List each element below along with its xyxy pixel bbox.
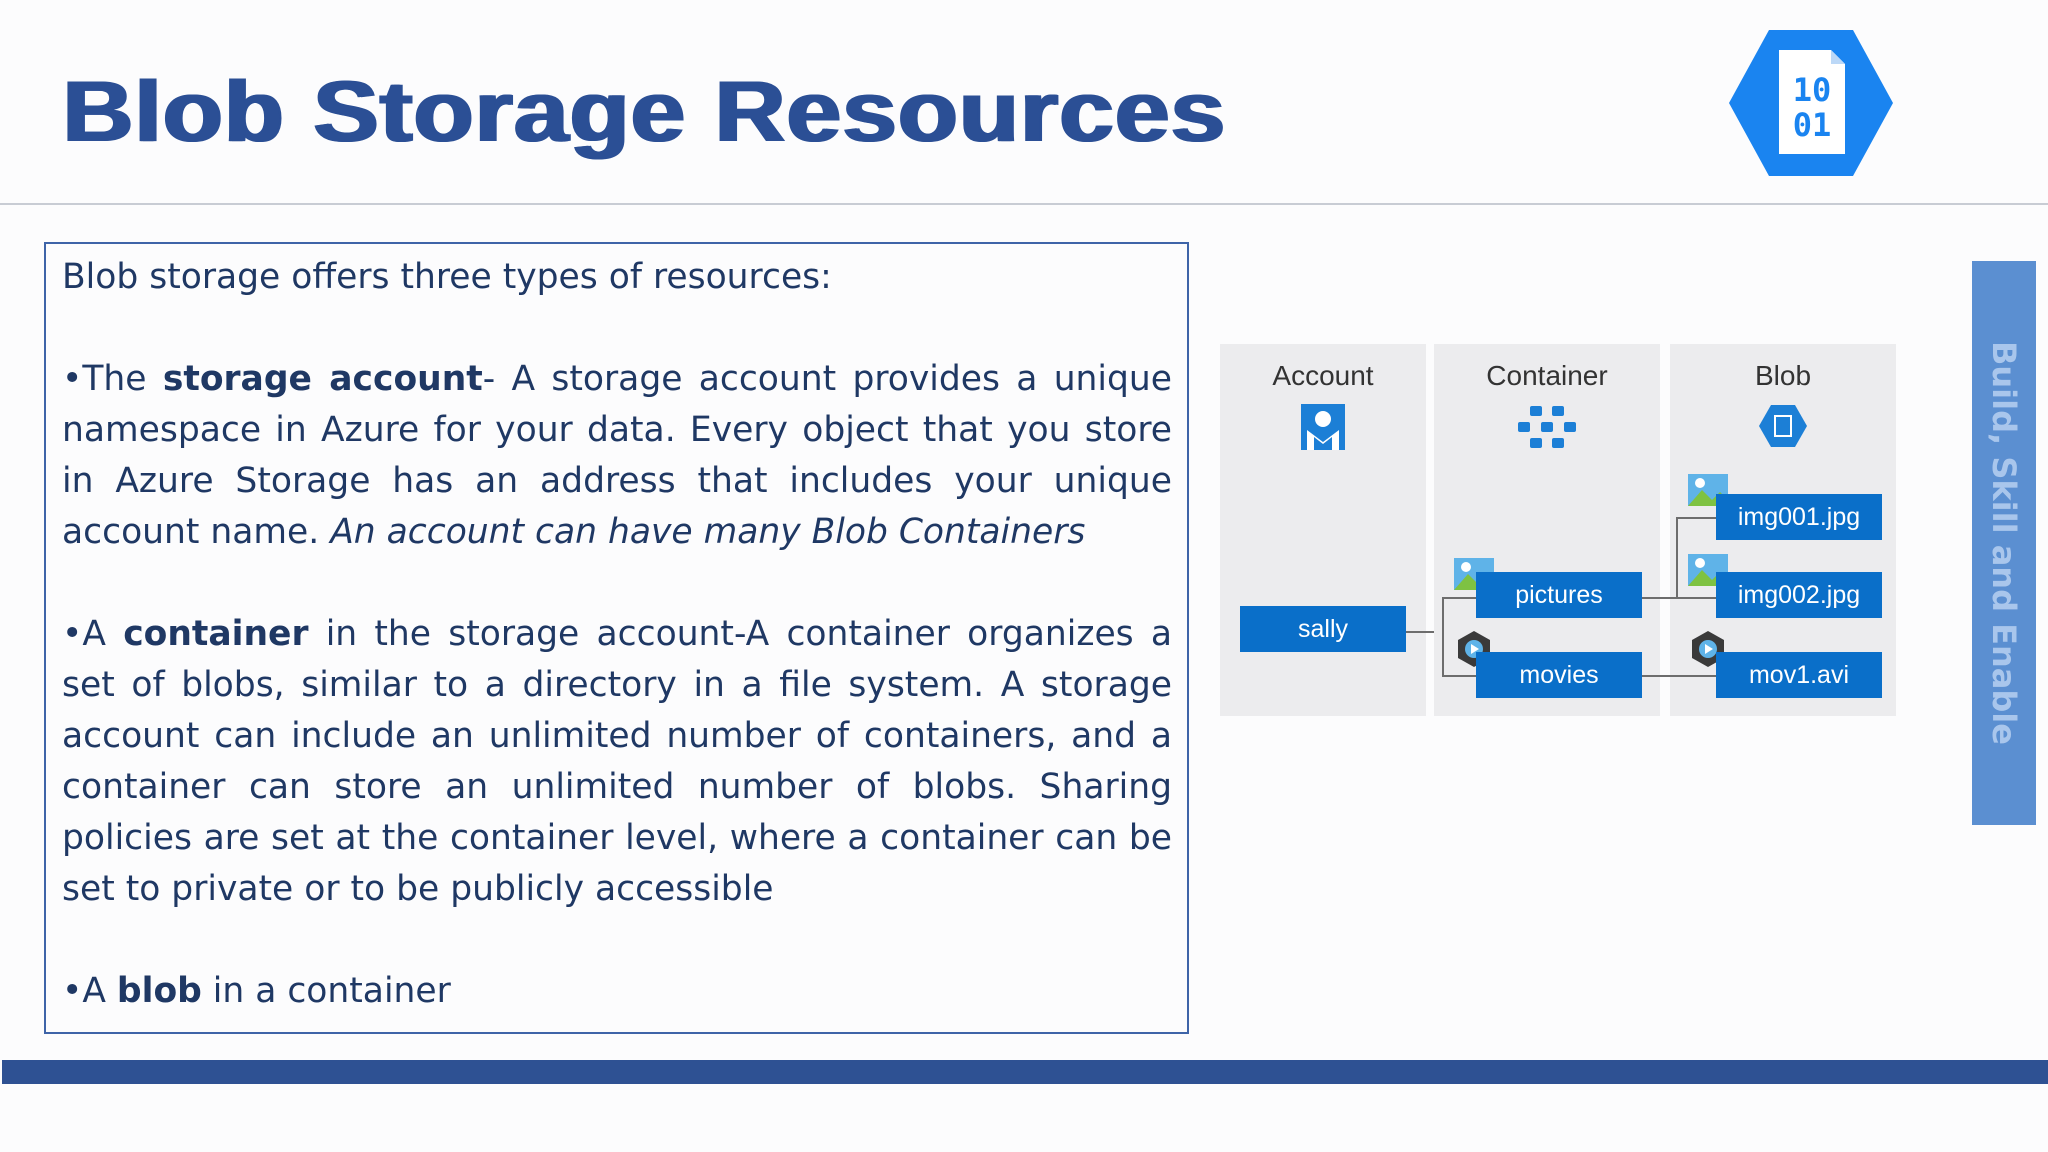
storage-account-icon bbox=[1301, 404, 1345, 450]
connector bbox=[1642, 597, 1716, 599]
side-tab-label: Build, Skill and Enable bbox=[1985, 341, 2023, 745]
blob-storage-logo-icon: 10 01 bbox=[1729, 30, 1893, 176]
header-divider bbox=[0, 203, 2048, 205]
storage-account-paragraph: •The storage account- A storage account … bbox=[62, 354, 1172, 558]
blob-term: blob bbox=[116, 971, 202, 1011]
connector bbox=[1642, 675, 1716, 677]
container-movies: movies bbox=[1476, 652, 1642, 698]
blob-hierarchy-diagram: Account sally Container pictures movies … bbox=[1220, 344, 1896, 716]
container-paragraph: •A container in the storage account-A co… bbox=[62, 609, 1172, 915]
container-term: container bbox=[123, 614, 309, 654]
blob-img001: img001.jpg bbox=[1716, 494, 1882, 540]
connector bbox=[1442, 675, 1476, 677]
page-title: Blob Storage Resources bbox=[62, 64, 1226, 160]
container-pictures: pictures bbox=[1476, 572, 1642, 618]
content-panel: Blob storage offers three types of resou… bbox=[44, 242, 1189, 1034]
bullet: •A bbox=[62, 614, 124, 654]
blob-paragraph: •A blob in a container bbox=[62, 966, 1172, 1017]
side-tab: Build, Skill and Enable bbox=[1972, 261, 2036, 825]
account-sally: sally bbox=[1240, 606, 1406, 652]
connector bbox=[1676, 517, 1716, 519]
connector bbox=[1406, 631, 1434, 633]
blob-icon bbox=[1759, 405, 1807, 447]
logo-text-line1: 10 bbox=[1793, 71, 1832, 109]
content-text: Blob storage offers three types of resou… bbox=[62, 252, 1172, 1017]
blob-column-title: Blob bbox=[1754, 360, 1812, 391]
containers-icon bbox=[1518, 406, 1576, 448]
container-column: Container pictures movies bbox=[1434, 344, 1660, 716]
connector bbox=[1442, 597, 1444, 677]
footer-bar bbox=[2, 1060, 2048, 1084]
connector bbox=[1442, 597, 1476, 599]
blob-mov1: mov1.avi bbox=[1716, 652, 1882, 698]
storage-account-note: An account can have many Blob Containers bbox=[330, 512, 1086, 552]
container-column-title: Container bbox=[1486, 360, 1608, 391]
storage-account-description: - A storage account provides a unique na… bbox=[62, 359, 1173, 552]
blob-column: Blob img001.jpg img002.jpg mov1.avi bbox=[1670, 344, 1896, 716]
storage-account-term: storage account bbox=[162, 359, 483, 399]
container-description: in the storage account-A container organ… bbox=[62, 614, 1173, 909]
bullet: •A bbox=[62, 971, 117, 1011]
logo-text-line2: 01 bbox=[1793, 106, 1832, 144]
connector bbox=[1676, 517, 1678, 599]
intro-text: Blob storage offers three types of resou… bbox=[62, 257, 832, 297]
account-column: Account sally bbox=[1220, 344, 1426, 716]
bullet: •The bbox=[62, 359, 163, 399]
account-column-title: Account bbox=[1272, 360, 1374, 391]
blob-description: in a container bbox=[201, 971, 451, 1011]
blob-img002: img002.jpg bbox=[1716, 572, 1882, 618]
